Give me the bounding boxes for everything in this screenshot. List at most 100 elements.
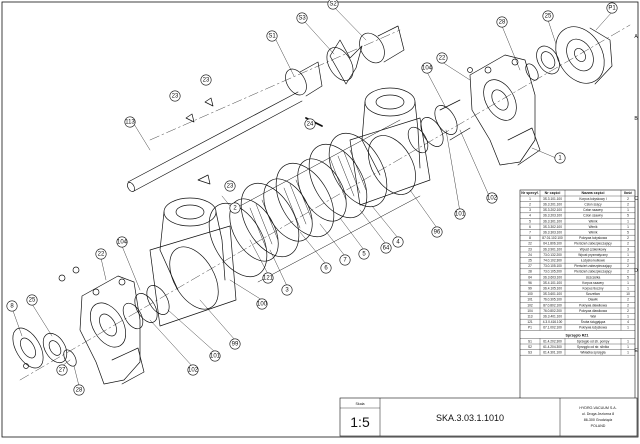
- table-cell: 61.4.301.100: [543, 351, 562, 355]
- balloon: 23: [224, 180, 236, 192]
- balloon: 99: [229, 338, 241, 350]
- table-cell: 3S.3.901.100: [543, 247, 562, 251]
- table-cell: 27: [528, 264, 532, 268]
- balloon-label: 100: [257, 301, 268, 307]
- table-cell: Korpus łożyskowy I: [579, 197, 606, 201]
- balloon-label: 24: [307, 121, 314, 127]
- balloon: 27: [56, 364, 68, 376]
- suction-casing-96: [349, 87, 431, 206]
- balloon-label: 6: [324, 265, 328, 271]
- table-cell: 113: [527, 315, 532, 319]
- table-cell: Wirnik: [589, 219, 598, 223]
- table-cell: 76.0.305.100: [543, 298, 562, 302]
- balloon-label: 104: [422, 65, 433, 71]
- balloon: 23: [200, 74, 212, 86]
- balloon: 23: [169, 90, 181, 102]
- stuffing-box-right: [407, 99, 471, 154]
- balloon-label: 101: [210, 353, 221, 359]
- table-cell: 76.0.802.200: [543, 309, 562, 313]
- balloon: P1: [606, 2, 618, 14]
- balloon-label: 104: [117, 239, 128, 245]
- table-cell: 28: [528, 270, 532, 274]
- table-cell: 1: [627, 339, 629, 343]
- balloon: 102: [187, 364, 199, 376]
- table-cell: Łożysko kulkowe: [581, 259, 605, 263]
- table-cell: 1: [627, 345, 629, 349]
- table-cell: Pokrywa łożyskowa: [579, 326, 607, 330]
- stage-stack: [208, 119, 421, 283]
- table-cell: 5: [529, 219, 531, 223]
- zone-mark-c: C: [634, 196, 638, 202]
- company-line-4: POLAND: [591, 424, 606, 428]
- table-cell: 2: [627, 236, 629, 240]
- table-cell: Pokrywa łożyskowa: [579, 236, 607, 240]
- balloon-label: 22: [439, 55, 446, 61]
- zone-mark-b: B: [634, 116, 638, 122]
- table-cell: Sprzęgło od str. pompy: [577, 339, 610, 343]
- table-cell: 25: [528, 259, 532, 263]
- table-cell: 3S.3.603.100: [543, 275, 562, 279]
- table-cell: 22: [528, 242, 532, 246]
- table-cell: 1: [627, 219, 629, 223]
- table-cell: 2: [627, 197, 629, 201]
- table-cell: 4: [529, 214, 531, 218]
- table-cell: Pierścień zabezpieczający: [574, 270, 612, 274]
- nut: [23, 363, 29, 369]
- table-cell: 3S.3.601.100: [543, 292, 562, 296]
- zone-marks: A B C D E: [634, 34, 638, 354]
- table-cell: 3S.3.202.100: [543, 208, 562, 212]
- balloon-label: 1: [558, 155, 562, 161]
- balloon: 25: [26, 294, 38, 306]
- coupling-s2: [359, 25, 405, 64]
- table-cell: 3S.3.301.100: [543, 219, 562, 223]
- table-cell: 4: [627, 320, 629, 324]
- balloon: 2: [229, 202, 241, 214]
- balloon: 28: [73, 384, 85, 396]
- balloon-label: 3: [285, 287, 289, 293]
- table-cell: Wirnik: [589, 225, 598, 229]
- table-cell: 61.4.202.300: [543, 339, 562, 343]
- balloon-label: P1: [608, 5, 616, 11]
- table-cell: Szczeliwo: [586, 292, 600, 296]
- table-cell: 1: [627, 315, 629, 319]
- table-cell: 5: [627, 214, 629, 218]
- coupling-s1: [285, 61, 323, 97]
- table-cell: Wpust pryzmatyczny: [578, 253, 608, 257]
- table-cell: 3S.3.201.100: [543, 203, 562, 207]
- company-line-2: ul. Droga Jeziorna 8: [582, 412, 614, 416]
- table-cell: 87.01.102.100: [542, 236, 563, 240]
- balloon-label: 8: [10, 303, 14, 309]
- balloon-label: 102: [188, 367, 199, 373]
- bearing-cover-p1: [555, 26, 613, 85]
- table-cell: Dławik: [588, 298, 598, 302]
- balloon-label: 2: [233, 205, 237, 211]
- table-cell: 3S.3.303.100: [543, 231, 562, 235]
- table-cell: Pierścień zabezpieczający: [574, 264, 612, 268]
- table-cell: Wkładka sprzęgła: [580, 351, 605, 355]
- table-cell: 61.4.204.300: [543, 345, 562, 349]
- table-cell: Wpust czółenkowy: [580, 247, 607, 251]
- table-cell: 2: [627, 298, 629, 302]
- title-block: Skala 1:5 SKA.3.03.1.1010 HYDRO-VACUUM S…: [339, 397, 638, 437]
- balloon-label: 121: [263, 275, 274, 281]
- balloon: S1: [266, 30, 278, 42]
- balloon-label: 27: [59, 367, 66, 373]
- balloon: 25: [542, 10, 554, 22]
- table-cell: 100: [527, 292, 533, 296]
- balloon: 5: [358, 248, 370, 260]
- table-cell: 2: [627, 309, 629, 313]
- table-cell: Wał: [590, 315, 596, 319]
- table-cell: 1: [627, 253, 629, 257]
- balloon-label: 4: [396, 239, 400, 245]
- scale-label: Skala: [356, 402, 365, 406]
- table-cell: 99: [528, 287, 532, 291]
- bearing-cover-8: [12, 327, 44, 369]
- table-cell: 3S.3.101.100: [543, 197, 562, 201]
- balloon-label: 23: [227, 183, 234, 189]
- balloon: 4: [392, 236, 404, 248]
- table-cell: 5: [627, 275, 629, 279]
- table-cell: 101: [527, 298, 533, 302]
- table-cell: 1: [529, 197, 531, 201]
- balloon-label: 25: [29, 297, 36, 303]
